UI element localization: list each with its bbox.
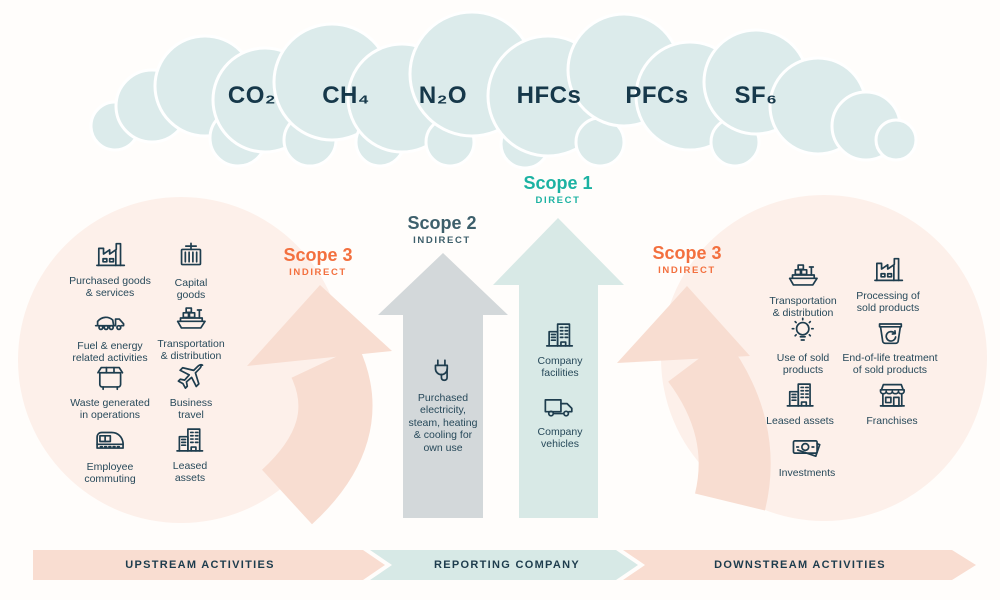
item-label: Transportation & distribution	[157, 338, 225, 363]
airplane-icon	[177, 363, 204, 389]
scope2-label: Scope 2 INDIRECT	[407, 214, 476, 246]
scope3-downstream-name: Scope 3	[652, 243, 722, 263]
item-franchises: Franchises	[866, 378, 918, 427]
scope3-upstream-arrow	[247, 285, 392, 525]
item-waste-operations: Waste generated in operations	[70, 360, 150, 422]
item-label: Investments	[778, 467, 836, 479]
reporting-band	[370, 550, 638, 580]
item-capital-goods: Capital goods	[174, 240, 208, 302]
item-processing-sold-products: Processing of sold products	[856, 253, 920, 315]
item-label: Franchises	[866, 415, 918, 427]
cloud	[89, 10, 918, 170]
reporting-band-label: REPORTING COMPANY	[434, 559, 580, 571]
lightbulb-icon	[791, 317, 815, 341]
item-label: Waste generated in operations	[70, 397, 150, 422]
item-purchased-electricity: Purchased electricity, steam, heating & …	[408, 355, 478, 454]
item-transportation-distribution-up: Transportation & distribution	[157, 301, 225, 363]
downstream-band-label: DOWNSTREAM ACTIVITIES	[714, 559, 886, 571]
item-label: Use of sold products	[776, 352, 830, 377]
scope3-downstream-type: INDIRECT	[658, 265, 716, 276]
scope1-label: Scope 1 DIRECT	[523, 174, 592, 206]
item-leased-assets-down: Leased assets	[766, 378, 834, 427]
banknote-icon	[792, 440, 821, 458]
upstream-band	[33, 550, 385, 580]
factory-icon	[95, 242, 126, 267]
scope2-type: INDIRECT	[413, 235, 471, 246]
waste-container-icon	[96, 366, 124, 391]
downstream-band	[623, 550, 976, 580]
scope1-type: DIRECT	[535, 195, 581, 206]
scope3-downstream-label: Scope 3 INDIRECT	[652, 244, 721, 276]
item-investments: Investments	[778, 430, 836, 479]
gas-label-n2o: N₂O	[418, 82, 468, 109]
gas-label-sf6: SF₆	[734, 82, 778, 109]
item-label: Capital goods	[174, 277, 208, 302]
train-icon	[95, 431, 124, 449]
item-fuel-energy: Fuel & energy related activities	[72, 303, 148, 365]
recycle-bin-icon	[878, 323, 902, 345]
office-building-icon	[176, 428, 204, 452]
item-label: Fuel & energy related activities	[72, 340, 148, 365]
scope3-upstream-label: Scope 3 INDIRECT	[283, 246, 352, 278]
item-company-vehicles: Company vehicles	[537, 389, 583, 451]
item-label: Business travel	[169, 397, 213, 422]
factory-icon	[873, 257, 904, 282]
item-label: Purchased goods & services	[69, 275, 151, 300]
item-purchased-goods-services: Purchased goods & services	[69, 238, 151, 300]
cargo-ship-icon	[176, 307, 206, 329]
gas-label-co2: CO₂	[227, 82, 277, 109]
cargo-ship-icon	[788, 264, 818, 286]
office-building-icon	[786, 383, 814, 407]
scope2-arrow	[378, 253, 508, 518]
scope3-upstream-type: INDIRECT	[289, 267, 347, 278]
item-label: Transportation & distribution	[769, 295, 837, 320]
item-label: Purchased electricity, steam, heating & …	[408, 392, 478, 454]
item-label: Leased assets	[766, 415, 834, 427]
scope1-arrow	[493, 218, 624, 518]
delivery-truck-icon	[544, 399, 574, 417]
scope2-name: Scope 2	[407, 213, 477, 233]
gas-label-hfcs: HFCs	[516, 82, 582, 109]
storefront-icon	[879, 383, 905, 407]
container-crane-icon	[180, 242, 202, 266]
gas-label-pfcs: PFCs	[625, 82, 689, 109]
item-label: End-of-life treatment of sold products	[842, 352, 938, 377]
item-use-sold-products: Use of sold products	[776, 315, 830, 377]
item-transportation-distribution-down: Transportation & distribution	[769, 258, 837, 320]
item-label: Company facilities	[537, 355, 583, 380]
scope1-name: Scope 1	[523, 173, 593, 193]
item-employee-commuting: Employee commuting	[84, 424, 136, 486]
item-company-facilities: Company facilities	[537, 318, 583, 380]
scope3-upstream-name: Scope 3	[283, 245, 353, 265]
power-plug-icon	[435, 359, 449, 382]
item-business-travel: Business travel	[169, 360, 213, 422]
item-leased-assets-up: Leased assets	[173, 423, 207, 485]
office-building-icon	[546, 323, 574, 347]
item-label: Leased assets	[172, 460, 208, 485]
item-label: Employee commuting	[84, 461, 136, 486]
item-label: Processing of sold products	[856, 290, 920, 315]
haul-truck-icon	[94, 316, 125, 331]
upstream-band-label: UPSTREAM ACTIVITIES	[125, 559, 275, 571]
gas-label-ch4: CH₄	[322, 82, 370, 109]
item-end-of-life-treatment: End-of-life treatment of sold products	[842, 315, 938, 377]
scope3-downstream-arrow	[617, 286, 771, 511]
item-label: Company vehicles	[537, 426, 583, 451]
